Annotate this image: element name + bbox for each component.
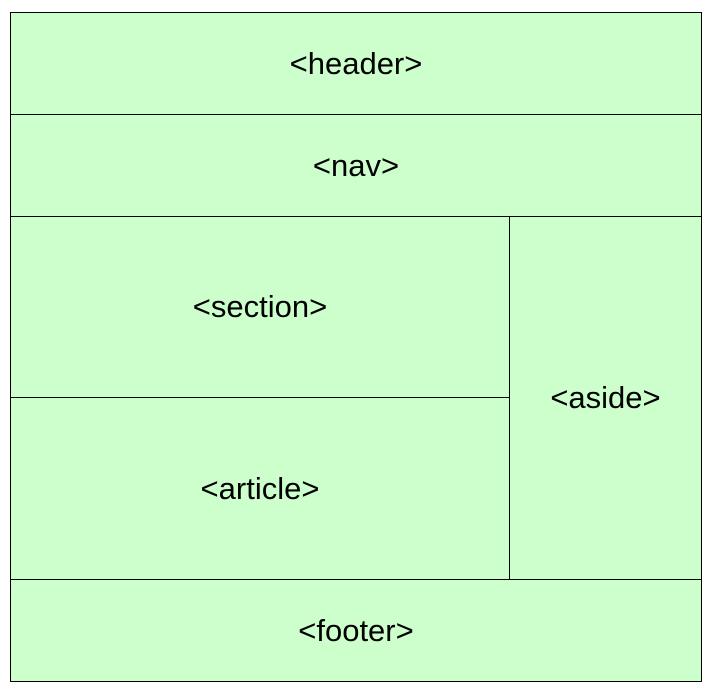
html5-layout-diagram: <header> <nav> <section> <article> <asid… [10, 12, 702, 682]
section-label: <section> [192, 289, 328, 324]
article-label: <article> [200, 470, 320, 506]
header-box: <header> [10, 12, 702, 115]
footer-label: <footer> [298, 612, 414, 648]
nav-label: <nav> [312, 147, 400, 183]
header-label: <header> [289, 45, 423, 81]
nav-box: <nav> [10, 114, 702, 217]
section-box: <section> [10, 216, 510, 398]
article-box: <article> [10, 397, 510, 580]
aside-label: <aside> [550, 380, 661, 415]
aside-box: <aside> [509, 216, 702, 580]
footer-box: <footer> [10, 579, 702, 682]
